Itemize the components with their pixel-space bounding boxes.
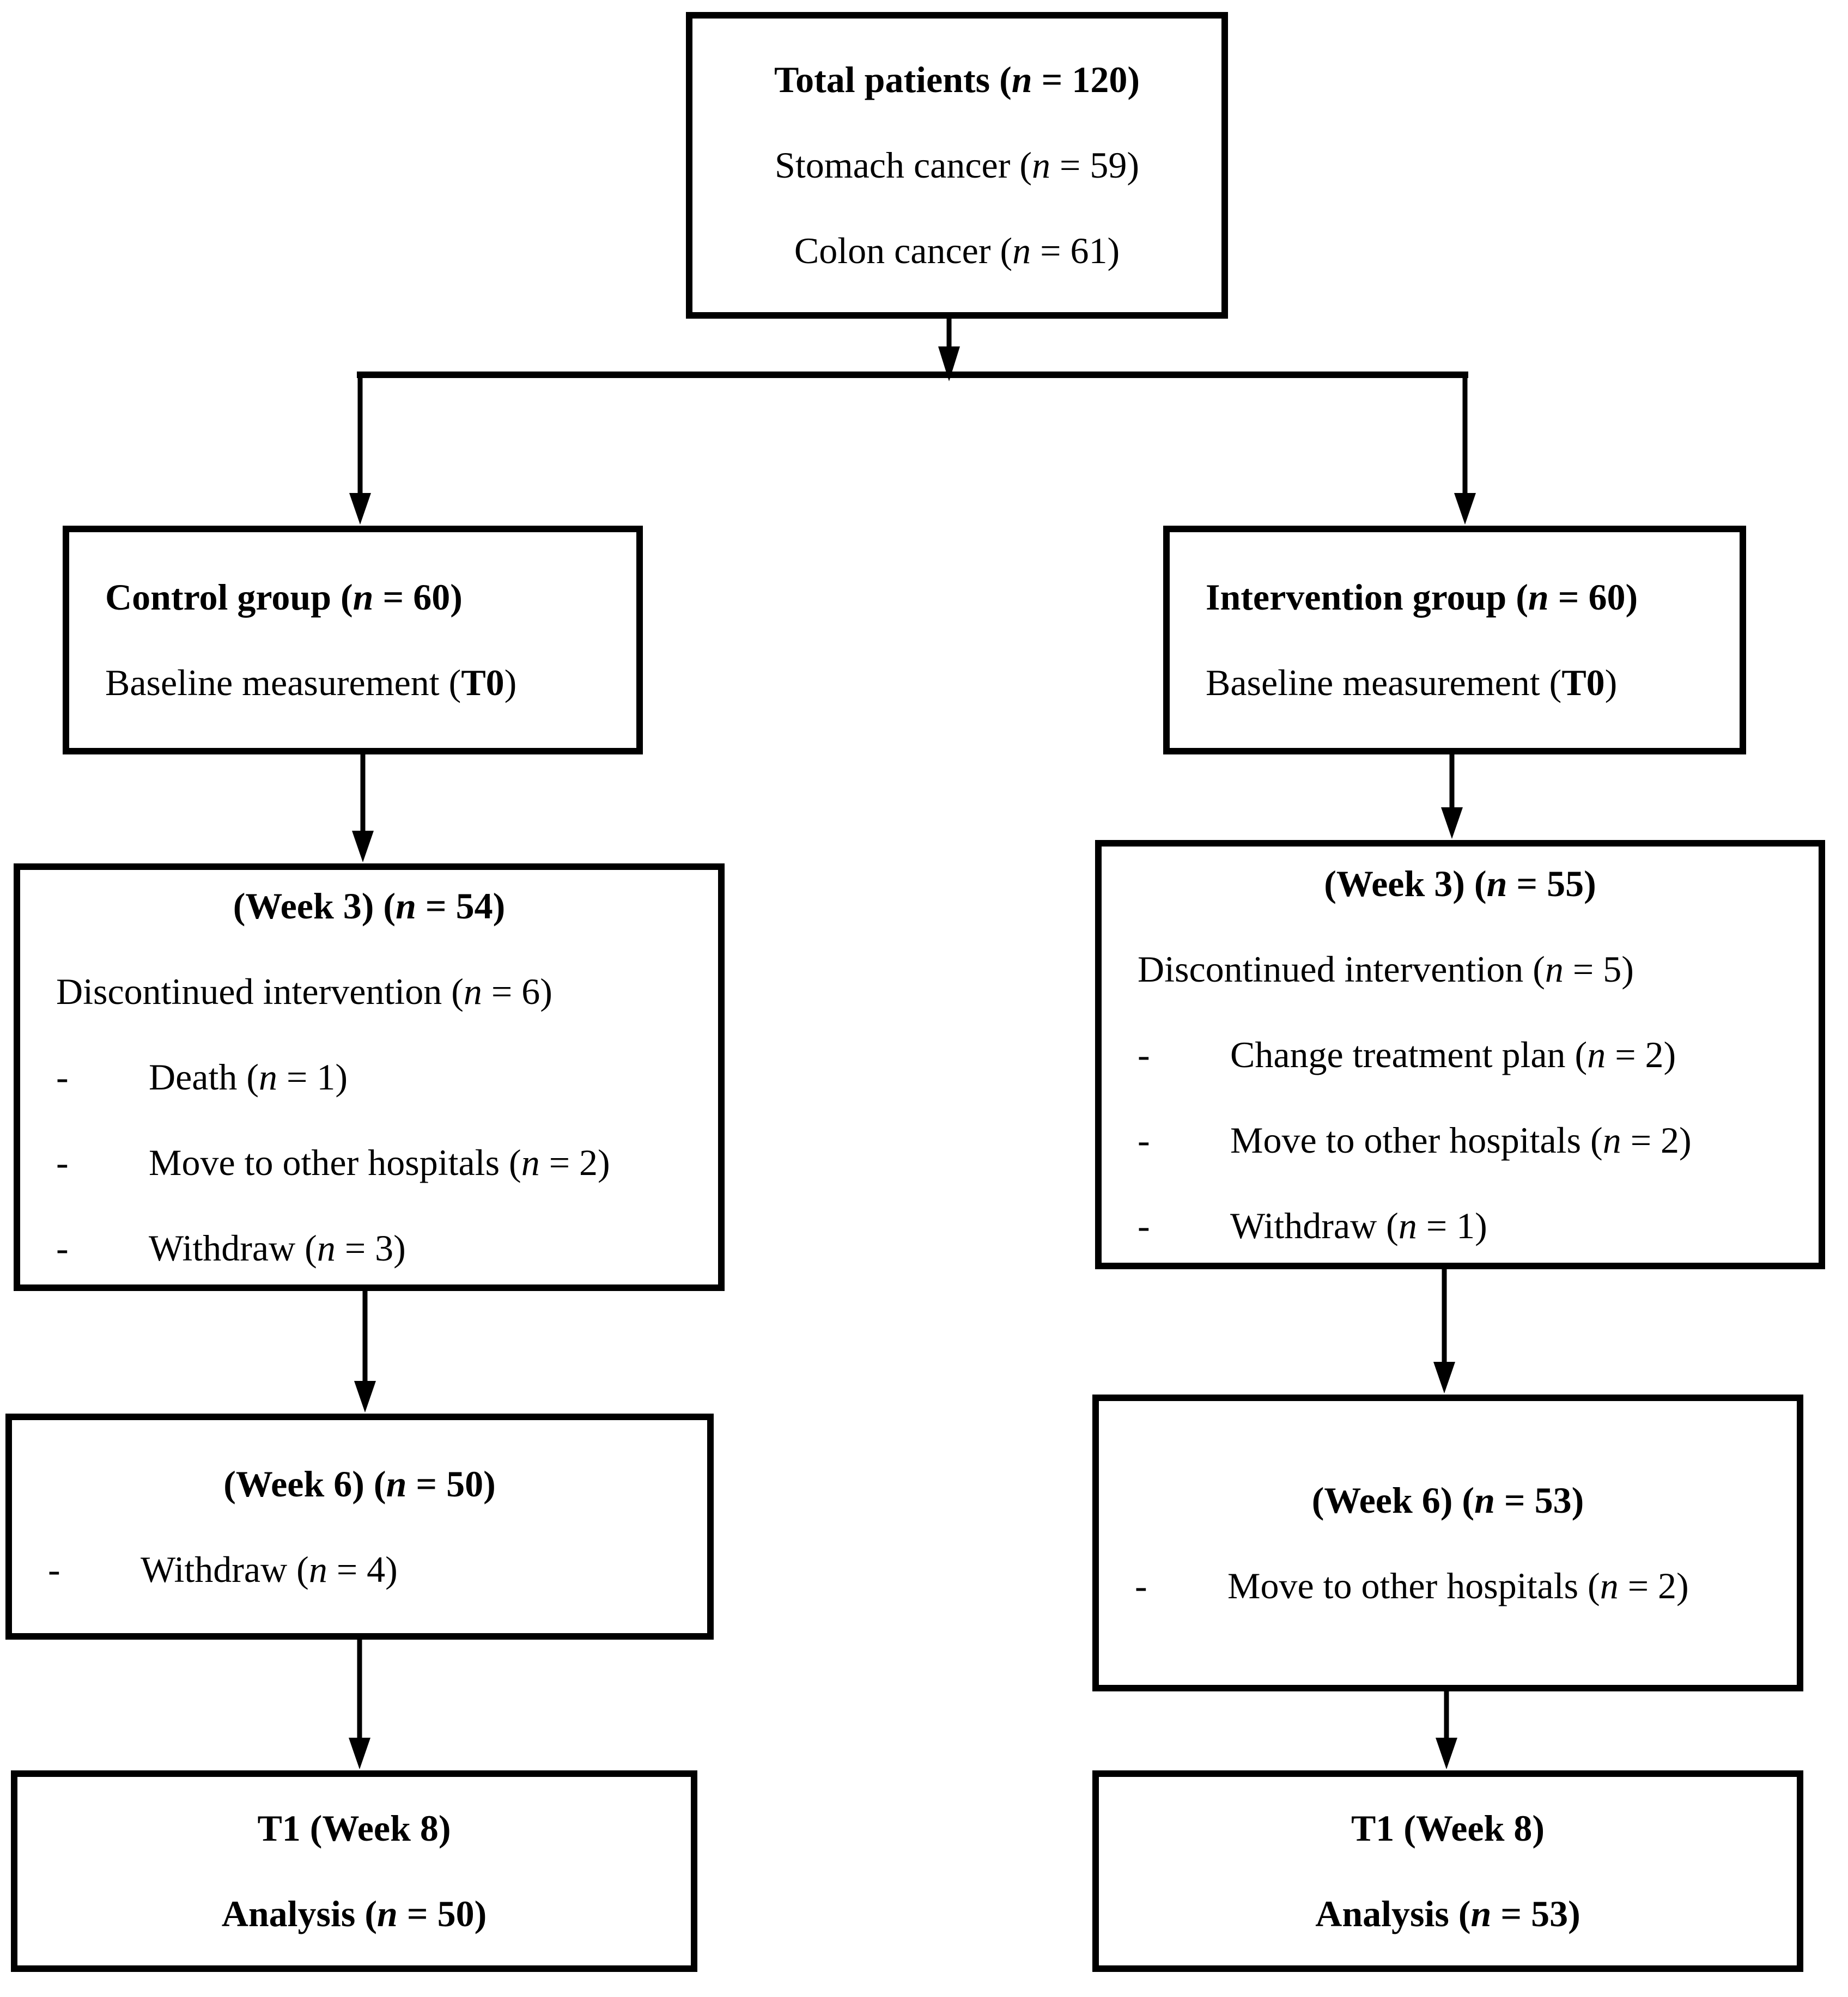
intervention-week6-box: (Week 6) (n = 53) - Move to other hospital… xyxy=(1092,1395,1803,1691)
control-t1-analysis-box: T1 (Week 8) Analysis (n = 50) xyxy=(11,1770,697,1972)
box-bullet-line: - Withdraw (n = 1) xyxy=(1138,1183,1783,1269)
control-group-box: Control group (n = 60) Baseline measureme… xyxy=(63,526,643,754)
intervention-week3-box: (Week 3) (n = 55) Discontinued interventi… xyxy=(1095,840,1825,1269)
box-line: Control group (n = 60) xyxy=(105,576,463,618)
box-line: (Week 6) (n = 50) xyxy=(223,1463,496,1505)
box-bullet-line: - Move to other hospitals (n = 2) xyxy=(56,1120,682,1205)
box-bullet-line: - Withdraw (n = 3) xyxy=(56,1205,682,1291)
box-line: Discontinued intervention (n = 6) xyxy=(56,971,552,1012)
bullet-dash: - xyxy=(1138,1033,1150,1075)
box-line: T1 (Week 8) xyxy=(257,1807,451,1849)
italic-n: n xyxy=(317,1227,336,1269)
box-line: Discontinued intervention (n = 5) xyxy=(1138,948,1634,990)
box-line: Baseline measurement (T0) xyxy=(1206,662,1618,703)
box-bullet-line: - Withdraw (n = 4) xyxy=(48,1527,671,1612)
box-line: Analysis (n = 50) xyxy=(221,1893,487,1934)
bullet-text: Withdraw (n = 1) xyxy=(1230,1204,1487,1246)
italic-n: n xyxy=(308,1548,327,1590)
italic-n: n xyxy=(386,1463,407,1505)
italic-n: n xyxy=(521,1142,540,1183)
intervention-group-box: Intervention group (n = 60) Baseline meas… xyxy=(1163,526,1746,754)
box-line: (Week 3) (n = 54) xyxy=(233,885,506,927)
arrow-branch-to-intervention xyxy=(1454,375,1476,525)
bullet-dash: - xyxy=(1135,1564,1147,1606)
box-line: Analysis (n = 53) xyxy=(1315,1893,1580,1934)
box-bullet-line: - Death (n = 1) xyxy=(56,1034,682,1120)
italic-n: n xyxy=(1012,230,1031,271)
total-patients-box: Total patients (n = 120) Stomach cancer (… xyxy=(686,12,1228,319)
italic-n: n xyxy=(1474,1479,1495,1521)
italic-n: n xyxy=(1470,1893,1492,1934)
italic-n: n xyxy=(1031,144,1050,186)
bullet-text: Move to other hospitals (n = 2) xyxy=(1227,1564,1689,1606)
arrow-iweek6-to-it1 xyxy=(1436,1691,1457,1769)
intervention-t1-analysis-box: T1 (Week 8) Analysis (n = 53) xyxy=(1092,1770,1803,1972)
bullet-dash: - xyxy=(48,1548,60,1590)
arrow-iweek3-to-iweek6 xyxy=(1433,1269,1455,1393)
arrow-cweek6-to-ct1 xyxy=(349,1640,370,1769)
box-bullet-line: - Change treatment plan (n = 2) xyxy=(1138,1012,1783,1098)
arrow-total-to-branch xyxy=(938,319,960,381)
bullet-text: Move to other hospitals (n = 2) xyxy=(1230,1119,1692,1161)
bullet-dash: - xyxy=(1138,1204,1150,1246)
italic-n: n xyxy=(1398,1204,1417,1246)
t0-label: T0 xyxy=(1561,662,1605,703)
italic-n: n xyxy=(1528,576,1549,618)
arrow-branch-to-control xyxy=(349,375,371,525)
arrow-intervention-to-week3 xyxy=(1441,754,1463,839)
italic-n: n xyxy=(463,971,482,1012)
box-line: Stomach cancer (n = 59) xyxy=(775,144,1139,186)
italic-n: n xyxy=(1587,1033,1606,1075)
arrow-cweek3-to-cweek6 xyxy=(354,1291,376,1412)
box-line: Colon cancer (n = 61) xyxy=(794,230,1120,271)
t0-label: T0 xyxy=(461,662,504,703)
italic-n: n xyxy=(352,576,374,618)
bullet-text: Move to other hospitals (n = 2) xyxy=(149,1142,610,1183)
arrow-control-to-week3 xyxy=(352,754,374,862)
box-bullet-line: - Move to other hospitals (n = 2) xyxy=(1138,1098,1783,1183)
box-line: (Week 6) (n = 53) xyxy=(1311,1479,1584,1521)
italic-n: n xyxy=(1486,862,1507,904)
box-line: Intervention group (n = 60) xyxy=(1206,576,1638,618)
bullet-text: Withdraw (n = 4) xyxy=(141,1548,398,1590)
bullet-text: Withdraw (n = 3) xyxy=(149,1227,406,1269)
italic-n: n xyxy=(1545,948,1564,990)
box-line: T1 (Week 8) xyxy=(1351,1807,1545,1849)
control-week3-box: (Week 3) (n = 54) Discontinued interventi… xyxy=(14,863,725,1291)
box-line: (Week 3) (n = 55) xyxy=(1324,862,1596,904)
italic-n: n xyxy=(377,1893,398,1934)
box-bullet-line: - Move to other hospitals (n = 2) xyxy=(1135,1543,1761,1629)
italic-n: n xyxy=(1602,1119,1621,1161)
bullet-dash: - xyxy=(56,1142,69,1183)
italic-n: n xyxy=(1600,1564,1619,1606)
italic-n: n xyxy=(1011,59,1032,100)
bullet-dash: - xyxy=(56,1056,69,1098)
box-line: Baseline measurement (T0) xyxy=(105,662,517,703)
bullet-dash: - xyxy=(1138,1119,1150,1161)
italic-n: n xyxy=(259,1056,278,1098)
bullet-text: Death (n = 1) xyxy=(149,1056,348,1098)
control-week6-box: (Week 6) (n = 50) - Withdraw (n = 4) xyxy=(5,1414,714,1640)
bullet-dash: - xyxy=(56,1227,69,1269)
box-line: Total patients (n = 120) xyxy=(774,59,1140,100)
bullet-text: Change treatment plan (n = 2) xyxy=(1230,1033,1676,1075)
italic-n: n xyxy=(396,885,416,927)
